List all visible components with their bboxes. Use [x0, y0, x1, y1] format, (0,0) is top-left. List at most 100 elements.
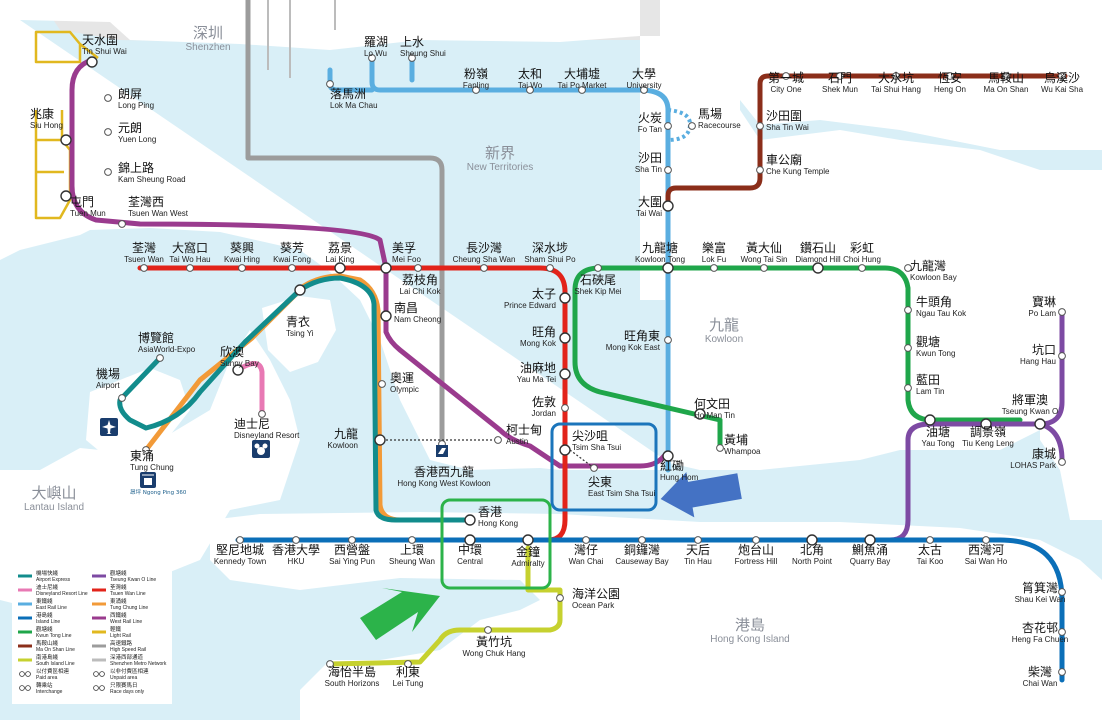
south-island-line[interactable] — [327, 545, 563, 667]
station-marker — [348, 536, 356, 544]
station-label-zh: 大圍 — [638, 195, 662, 209]
west-rail-line[interactable] — [69, 57, 667, 469]
ma-on-shan-line[interactable] — [665, 73, 1068, 209]
airport-express-line[interactable] — [117, 275, 473, 523]
station-label-zh: 太古 — [918, 542, 942, 557]
